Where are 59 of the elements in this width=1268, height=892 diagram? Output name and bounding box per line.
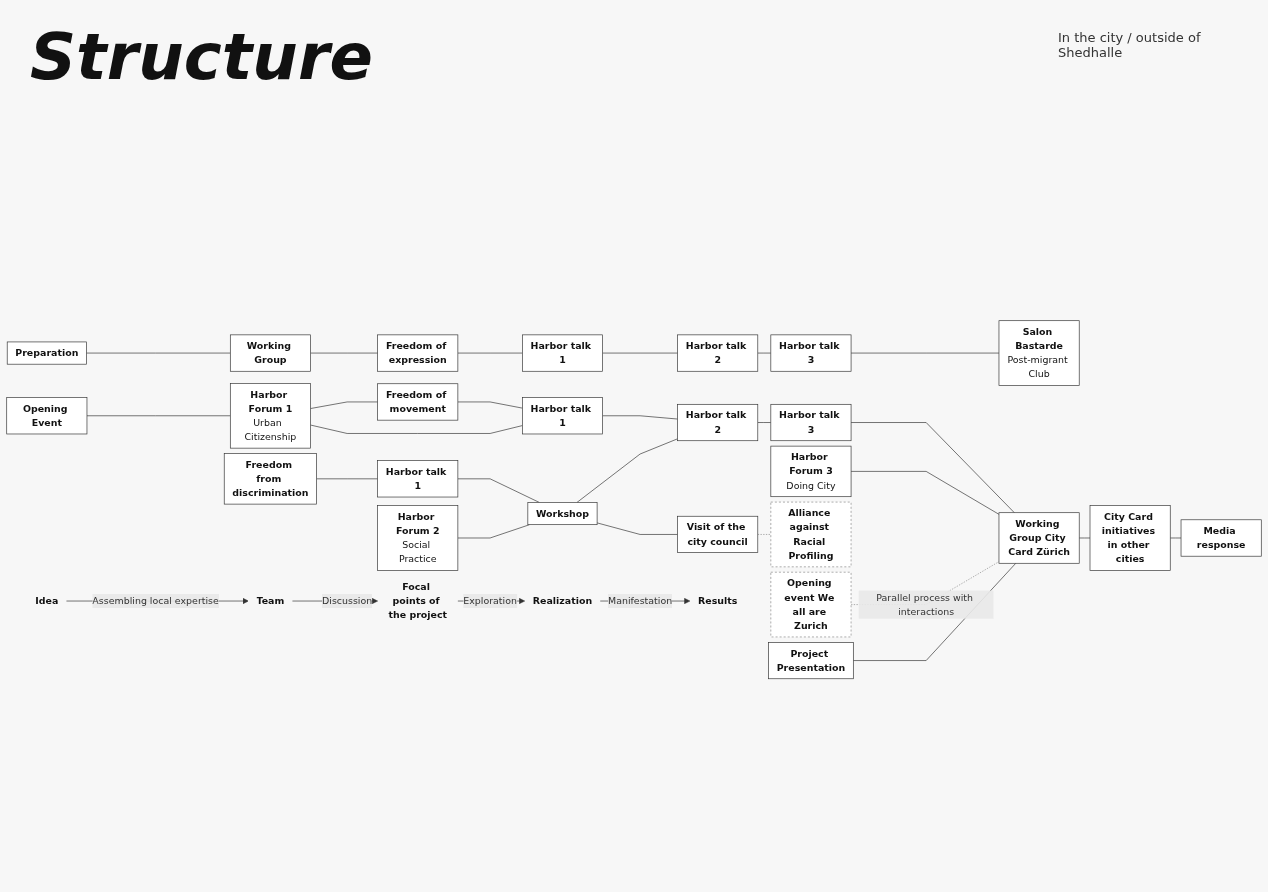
edge-label: Assembling local expertise (92, 595, 219, 607)
node-text: Realization (532, 595, 593, 607)
node-box: Harbor talk 1 (377, 460, 459, 498)
node-box: Harbor talk 1 (522, 334, 603, 372)
connector (316, 478, 378, 480)
connector (602, 353, 678, 354)
node-box: Harbor Forum 1 Urban Citizenship (229, 383, 311, 449)
node-box: Working Group (229, 334, 311, 372)
node-box: Harbor talk 2 (677, 404, 759, 442)
node-text: Focal points of the project (388, 581, 448, 621)
node-text: Team (256, 595, 285, 607)
edge-label: Exploration (463, 595, 517, 607)
connector (602, 415, 678, 420)
node-box: Freedom of movement (377, 383, 459, 421)
node-box: Harbor Forum 2 Social Practice (377, 505, 459, 571)
node-box: Media response (1180, 519, 1262, 557)
connector (457, 524, 530, 539)
node-box: Working Group City Card Zürich (998, 512, 1080, 564)
node-box: Freedom of expression (377, 334, 459, 372)
connector (850, 422, 1015, 514)
connector (457, 353, 523, 354)
connector (757, 353, 772, 354)
connector (596, 522, 678, 536)
connector (850, 353, 1000, 354)
connector (86, 353, 231, 354)
connector (457, 478, 540, 504)
node-box: Salon Bastarde Post-migrant Club (998, 320, 1080, 387)
connector (757, 422, 772, 424)
node-box: City Card initiatives in other cities (1089, 505, 1171, 571)
node-box: Harbor Forum 3 Doing City (770, 446, 852, 498)
node-box: Visit of the city council (677, 516, 759, 554)
node-box: Opening event We all are Zurich (770, 572, 852, 638)
connector (757, 534, 772, 536)
connector (310, 424, 523, 435)
node-box: Harbor talk 3 (770, 334, 852, 372)
connector (1078, 537, 1091, 539)
node-box: Harbor talk 3 (770, 404, 852, 442)
title: Structure (30, 20, 373, 94)
node-text: Idea (35, 595, 59, 607)
node-box: Preparation (6, 341, 87, 365)
node-box: Alliance against Racial Profiling (770, 502, 852, 568)
connector (457, 401, 523, 409)
node-box: Workshop (527, 502, 598, 526)
connector (310, 353, 378, 354)
edge-label: Parallel process with interactions (876, 592, 973, 617)
node-box: Harbor talk 2 (677, 334, 759, 372)
edge-label: Manifestation (607, 595, 673, 607)
node-box: Opening Event (6, 397, 88, 435)
connector (86, 415, 231, 417)
connector (310, 401, 378, 410)
connector (576, 438, 678, 504)
connector (850, 471, 1000, 515)
node-box: Freedom from discrimination (223, 453, 317, 505)
node-box: Project Presentation (768, 642, 854, 680)
note-text: In the city / outside of Shedhalle (1058, 30, 1202, 60)
edge-label: Discussion (322, 595, 373, 607)
connector (1169, 537, 1182, 539)
node-text: Results (697, 595, 738, 607)
node-box: Harbor talk 1 (522, 397, 603, 435)
